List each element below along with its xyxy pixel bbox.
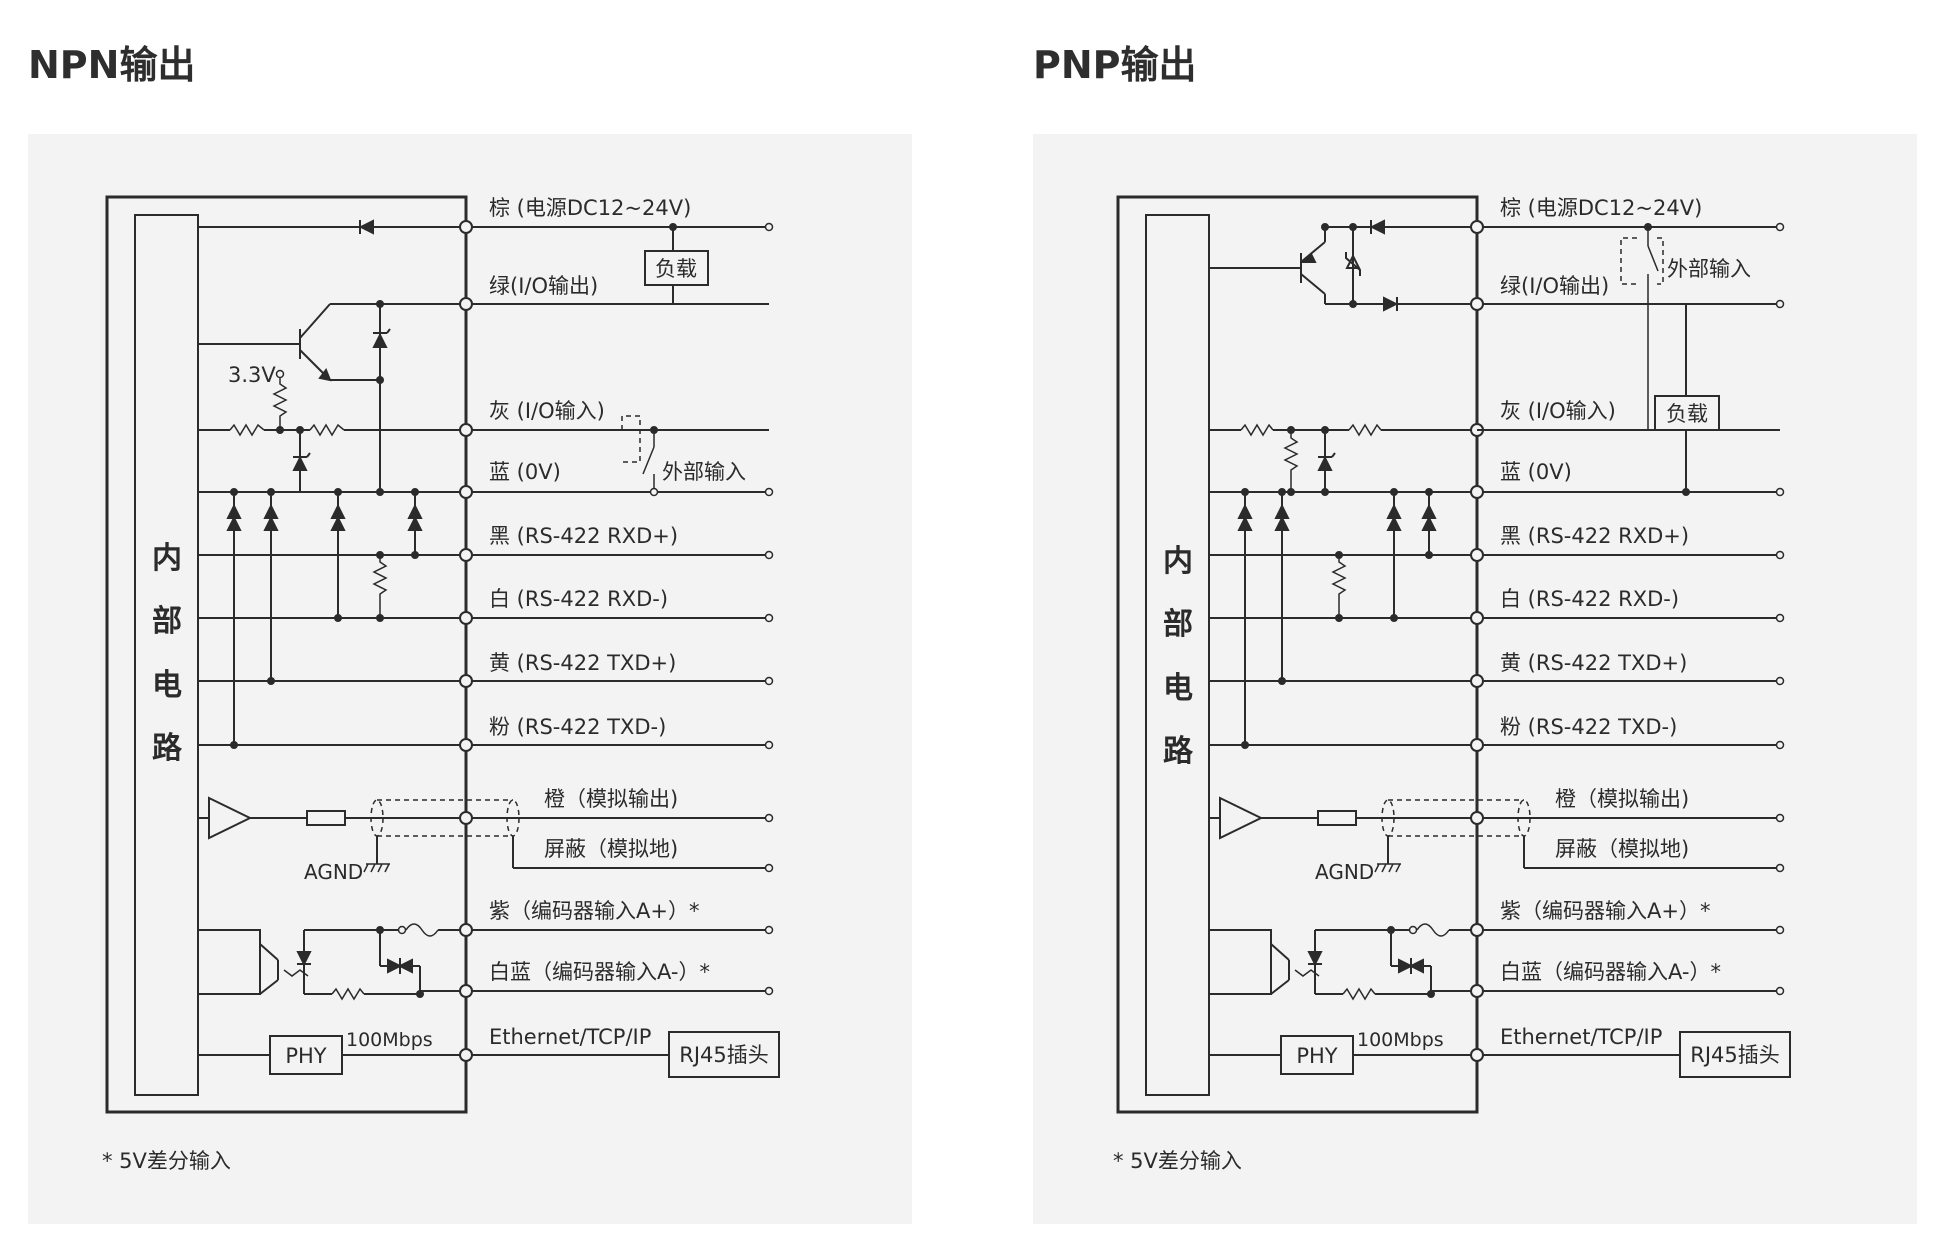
wire-label-gray: 灰 (I/O输入)	[489, 399, 605, 423]
housing-outline	[1116, 195, 1479, 1114]
npn-section-title: NPN输出	[28, 43, 196, 87]
wire-label-yellow: 黄 (RS-422 TXD+)	[1500, 651, 1687, 675]
wire-label-ethernet: Ethernet/TCP/IP	[489, 1025, 651, 1049]
npn-diagram-panel: 内 部 电 路 负载	[28, 134, 912, 1224]
wire-label-orange: 橙（模拟输出)	[1555, 787, 1689, 811]
wire-end-circles	[764, 222, 774, 996]
load-label: 负载	[655, 257, 697, 281]
wire-label-blue: 蓝 (0V)	[1500, 460, 1572, 484]
load-label: 负载	[1666, 402, 1708, 426]
terminal-wires	[1477, 226, 1780, 992]
zener-diode-icon	[372, 332, 388, 348]
rs422-protection	[1209, 488, 1471, 749]
speed-label: 100Mbps	[1357, 1029, 1444, 1051]
resistor-icon	[1240, 423, 1274, 437]
amplifier-icon	[1219, 796, 1264, 840]
wire-label-green: 绿(I/O输出)	[1500, 274, 1609, 298]
wire-label-orange: 橙（模拟输出)	[544, 787, 678, 811]
wire-label-white: 白 (RS-422 RXD-)	[489, 587, 668, 611]
ground-icon	[363, 863, 390, 873]
internal-circuit-block	[1145, 214, 1210, 1096]
internal-circuit-char: 电	[1163, 671, 1193, 706]
wire-label-gray: 灰 (I/O输入)	[1500, 399, 1616, 423]
diode-icon	[1383, 296, 1399, 312]
internal-circuit-char: 电	[152, 668, 182, 703]
phy-label: PHY	[285, 1044, 326, 1068]
wire-label-yellow: 黄 (RS-422 TXD+)	[489, 651, 676, 675]
pnp-section-title: PNP输出	[1033, 43, 1197, 87]
wire-label-pink: 粉 (RS-422 TXD-)	[489, 715, 666, 739]
agnd-label: AGND	[1315, 860, 1374, 884]
wire-label-brown: 棕 (电源DC12~24V)	[489, 196, 691, 220]
wire-label-brown: 棕 (电源DC12~24V)	[1500, 196, 1702, 220]
wire-label-black: 黑 (RS-422 RXD+)	[1500, 524, 1689, 548]
internal-circuit-char: 内	[1163, 544, 1193, 579]
footnote: * 5V差分输入	[1113, 1149, 1242, 1173]
rs422-protection	[198, 488, 460, 749]
resistor-icon	[1317, 810, 1357, 826]
diode-icon	[358, 219, 374, 235]
resistor-icon	[272, 378, 288, 430]
zener-diode-icon	[1345, 252, 1361, 276]
diode-icon	[1369, 219, 1385, 235]
phy-label: PHY	[1296, 1044, 1337, 1068]
pnp-wiring-diagram: 内 部 电 路	[1116, 195, 1791, 1114]
wire-label-ethernet: Ethernet/TCP/IP	[1500, 1025, 1662, 1049]
wire-end-circles	[1775, 222, 1785, 996]
internal-circuit-char: 部	[152, 604, 182, 639]
encoder-input-circuit	[198, 923, 460, 1001]
ground-icon	[1374, 863, 1401, 873]
amplifier-icon	[208, 796, 253, 840]
npn-transistor-icon	[198, 303, 460, 382]
zener-diode-icon	[1317, 455, 1333, 471]
wire-label-pink: 粉 (RS-422 TXD-)	[1500, 715, 1677, 739]
wire-label-shield: 屏蔽（模拟地)	[544, 837, 678, 861]
external-input-label: 外部输入	[662, 460, 746, 484]
internal-circuit-char: 路	[1163, 734, 1194, 769]
pnp-transistor-icon	[1209, 226, 1363, 305]
resistor-icon	[306, 810, 346, 826]
external-input-switch	[621, 415, 641, 463]
housing-outline	[105, 195, 468, 1114]
rj45-box	[1679, 1031, 1791, 1078]
npn-wiring-diagram: 内 部 电 路 负载	[105, 195, 780, 1114]
external-input-label: 外部输入	[1667, 257, 1751, 281]
internal-circuit-block	[134, 214, 199, 1096]
internal-circuit-char: 路	[152, 731, 183, 766]
external-input-switch	[1620, 237, 1639, 285]
wire-label-green: 绿(I/O输出)	[489, 274, 598, 298]
wire-label-blue: 蓝 (0V)	[489, 460, 561, 484]
wire-label-shield: 屏蔽（模拟地)	[1555, 837, 1689, 861]
rj45-box	[668, 1031, 780, 1078]
internal-circuit-char: 内	[152, 541, 182, 576]
wire-label-purple: 紫（编码器输入A+）*	[489, 899, 699, 923]
speed-label: 100Mbps	[346, 1029, 433, 1051]
v33-label: 3.3V	[228, 363, 276, 387]
agnd-label: AGND	[304, 860, 363, 884]
internal-circuit-char: 部	[1163, 607, 1193, 642]
wire-label-white-blue: 白蓝（编码器输入A-）*	[489, 960, 710, 984]
footnote: * 5V差分输入	[102, 1149, 231, 1173]
wire-label-white-blue: 白蓝（编码器输入A-）*	[1500, 960, 1721, 984]
wire-label-purple: 紫（编码器输入A+）*	[1500, 899, 1710, 923]
rj45-label: RJ45插头	[679, 1043, 769, 1067]
wire-label-white: 白 (RS-422 RXD-)	[1500, 587, 1679, 611]
wire-label-black: 黑 (RS-422 RXD+)	[489, 524, 678, 548]
zener-diode-icon	[292, 455, 308, 471]
encoder-input-circuit	[1209, 923, 1471, 1001]
pnp-diagram-panel: 内 部 电 路	[1033, 134, 1917, 1224]
load-box	[644, 250, 709, 286]
rj45-label: RJ45插头	[1690, 1043, 1780, 1067]
